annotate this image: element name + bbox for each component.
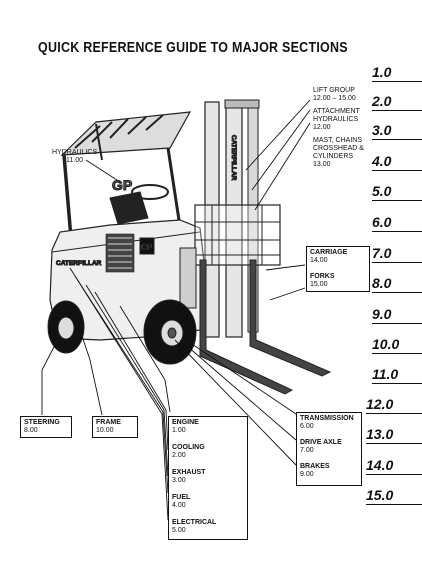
section-tab-4: 4.0	[372, 153, 422, 171]
section-tab-2: 2.0	[372, 93, 422, 111]
section-tab-1: 1.0	[372, 64, 422, 82]
mast-decal: CATERPILLAR	[230, 135, 237, 181]
section-tab-5: 5.0	[372, 183, 422, 201]
rear-wheel	[47, 300, 85, 354]
section-tab-10: 10.0	[372, 336, 422, 354]
section-tab-11: 11.0	[372, 366, 422, 384]
svg-text:GP: GP	[112, 177, 132, 193]
section-tab-9: 9.0	[372, 306, 422, 324]
section-tab-12: 12.0	[366, 396, 422, 414]
section-tab-8: 8.0	[372, 275, 422, 293]
brand-decal: CATERPILLAR	[56, 260, 102, 267]
page-title: QUICK REFERENCE GUIDE TO MAJOR SECTIONS	[38, 40, 348, 56]
front-wheel	[143, 299, 197, 365]
badge-decal: CP	[141, 243, 153, 252]
forks	[199, 259, 332, 395]
section-tab-13: 13.0	[366, 426, 422, 444]
section-tab-6: 6.0	[372, 214, 422, 232]
section-tab-7: 7.0	[372, 245, 422, 263]
section-tab-3: 3.0	[372, 122, 422, 140]
section-tab-14: 14.0	[366, 457, 422, 475]
leader-lines	[41, 99, 311, 521]
section-tab-15: 15.0	[366, 487, 422, 505]
carriage	[194, 204, 281, 266]
